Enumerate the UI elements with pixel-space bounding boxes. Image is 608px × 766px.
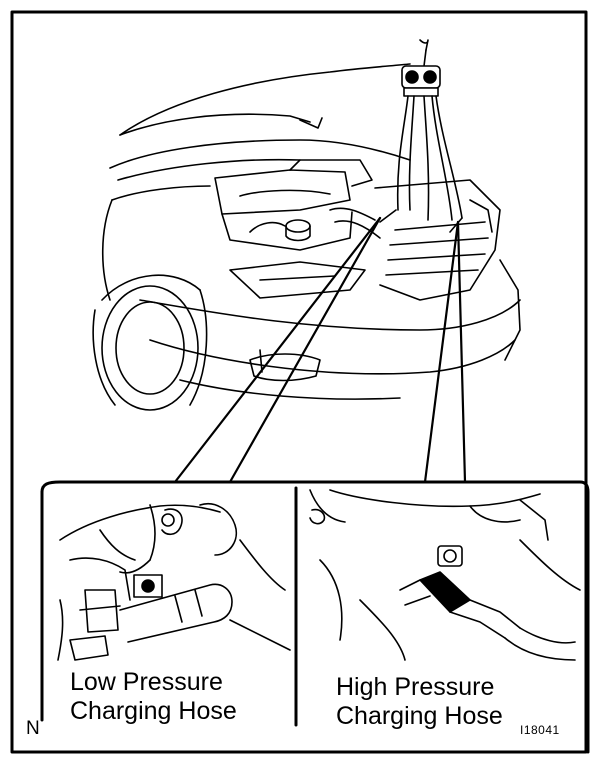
low-pressure-detail-drawing — [57, 503, 291, 661]
low-pressure-hose-label: Low Pressure Charging Hose — [70, 668, 237, 726]
high-pressure-label-line2: Charging Hose — [336, 701, 503, 730]
manifold-gauge-set — [379, 39, 463, 233]
high-pressure-hose-label: High Pressure Charging Hose — [336, 673, 503, 731]
outer-frame — [10, 10, 588, 754]
high-pressure-callout — [423, 220, 467, 484]
high-pressure-label-line1: High Pressure — [336, 673, 495, 701]
low-pressure-callout — [173, 216, 382, 484]
high-pressure-detail-drawing — [309, 489, 581, 661]
low-pressure-label-line1: Low Pressure — [70, 668, 223, 696]
figure-id: I18041 — [520, 723, 560, 737]
corner-mark: N — [26, 718, 40, 739]
low-pressure-label-line2: Charging Hose — [70, 696, 237, 725]
car-front-drawing — [92, 63, 521, 411]
detail-panels-frame — [40, 480, 590, 754]
